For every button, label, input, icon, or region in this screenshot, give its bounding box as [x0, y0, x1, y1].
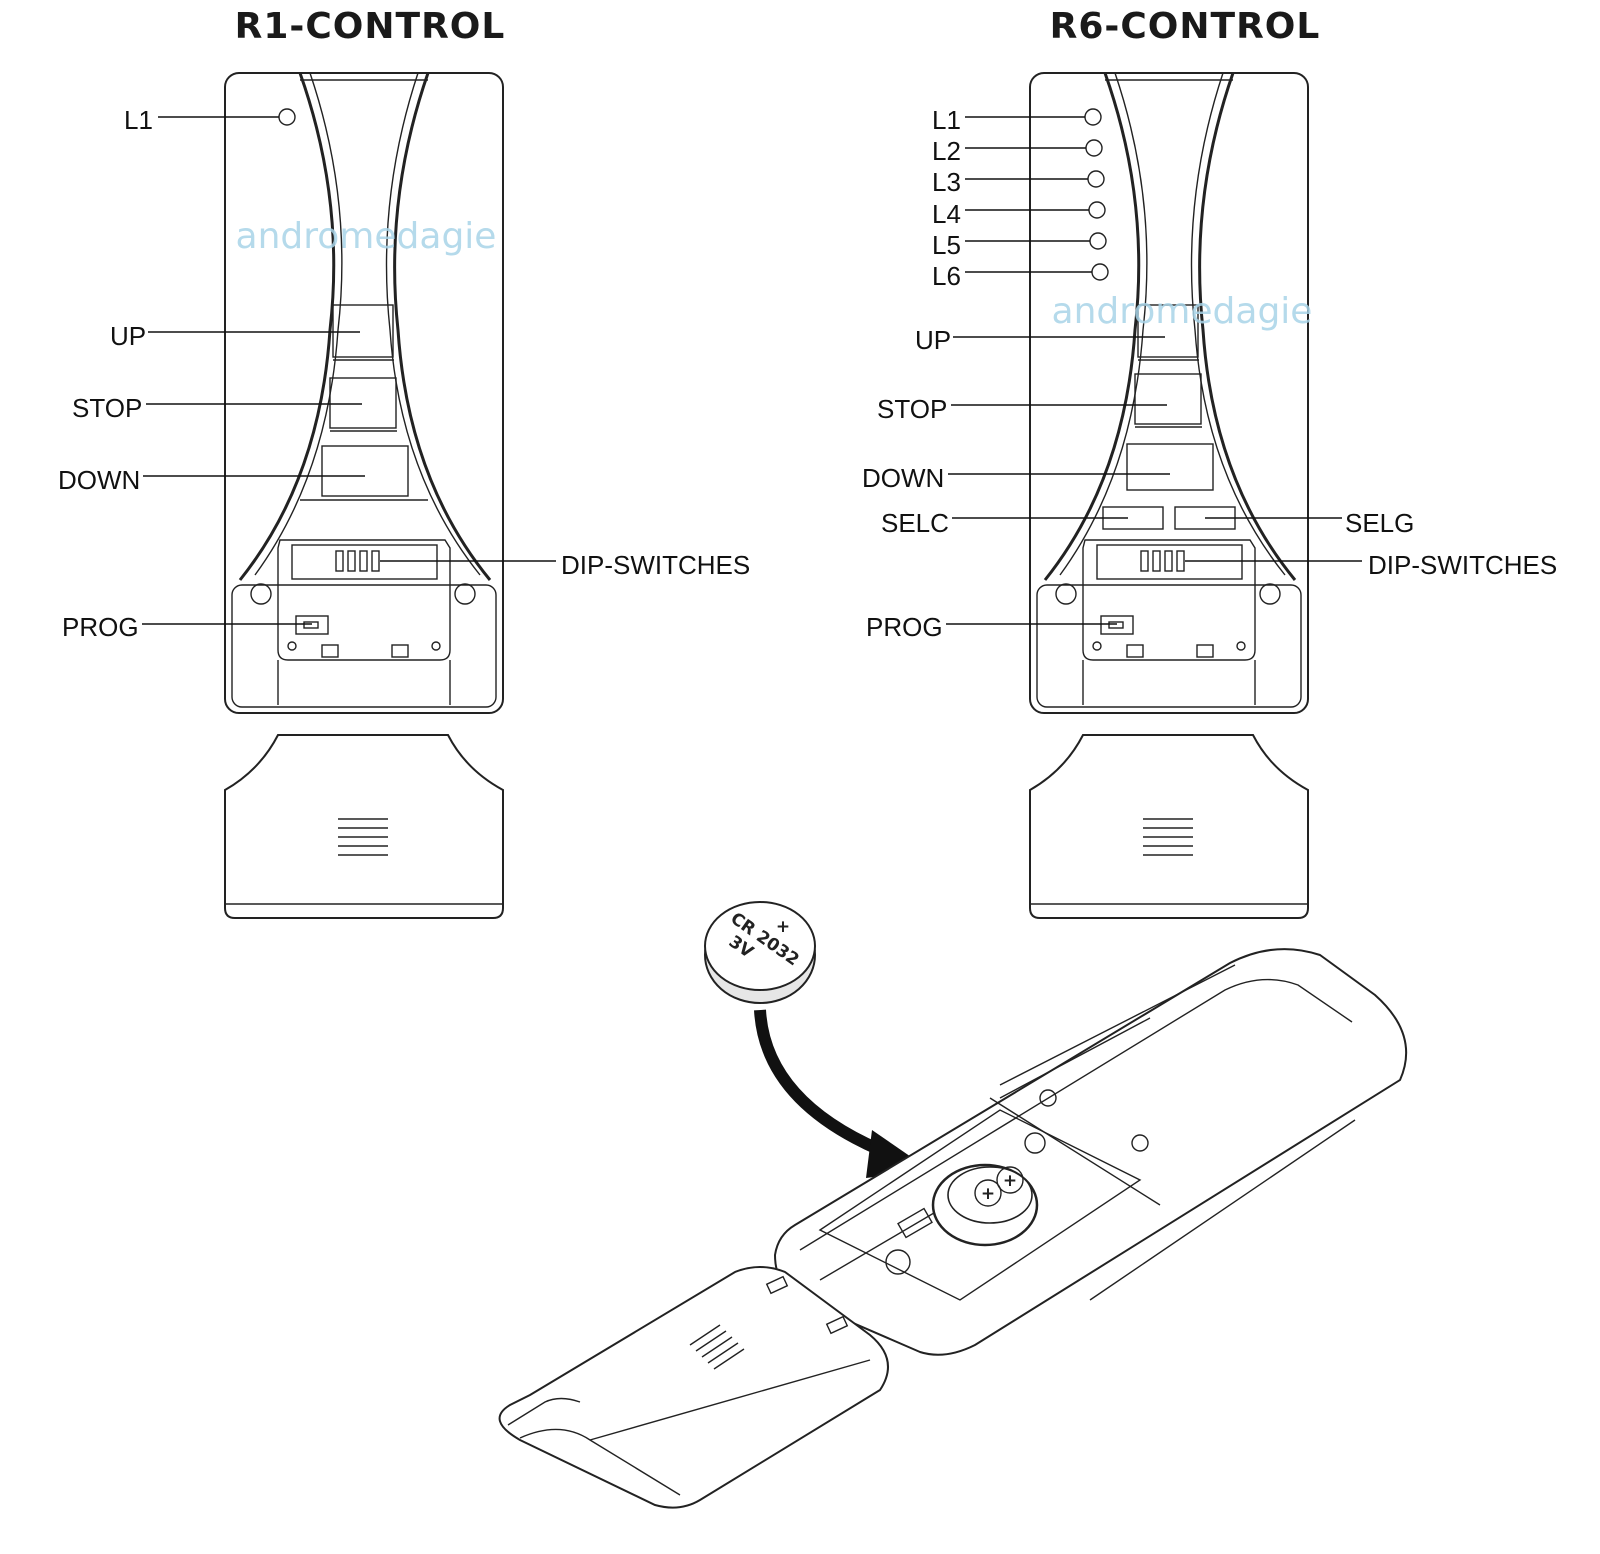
grip-lines-icon — [338, 818, 388, 856]
r1-body — [224, 72, 504, 714]
battery-plus: + — [776, 917, 790, 937]
r1-label-dip: DIP-SWITCHES — [561, 550, 750, 580]
removed-cover — [498, 1266, 889, 1509]
r6-label-l1: L1 — [932, 105, 961, 135]
screw-icon — [1024, 1132, 1046, 1154]
r6-label-l4: L4 — [932, 199, 961, 229]
cover-shell — [498, 1266, 889, 1509]
r6-label-l2: L2 — [932, 136, 961, 166]
r6-callouts: L1 L2 L3 L4 L5 L6 UP STOP DOWN SELC SELG… — [862, 105, 1557, 642]
r6-label-l6: L6 — [932, 261, 961, 291]
r1-stop-button[interactable] — [329, 377, 397, 429]
r6-label-selc: SELC — [881, 508, 949, 538]
r6-label-prog: PROG — [866, 612, 943, 642]
r1-curve-left — [238, 72, 336, 581]
r6-battery-cover — [1029, 734, 1309, 919]
r6-body — [1029, 72, 1309, 714]
r6-label-l3: L3 — [932, 167, 961, 197]
watermark-2: andromedagie — [1052, 291, 1313, 332]
r6-remote — [1029, 72, 1309, 714]
r1-callouts: L1 UP STOP DOWN DIP-SWITCHES PROG — [58, 105, 750, 642]
coin-battery: CR 2032 3V + — [704, 901, 816, 1004]
r1-battery-cover — [224, 734, 504, 919]
r6-label-up: UP — [915, 325, 951, 355]
r1-label-prog: PROG — [62, 612, 139, 642]
r1-remote — [224, 72, 504, 714]
remote-shell — [773, 948, 1408, 1356]
r6-label-dip: DIP-SWITCHES — [1368, 550, 1557, 580]
r6-label-l5: L5 — [932, 230, 961, 260]
r1-prog-button[interactable] — [295, 615, 329, 635]
r6-label-selg: SELG — [1345, 508, 1414, 538]
r1-label-up: UP — [110, 321, 146, 351]
watermark-1: andromedagie — [236, 216, 497, 257]
r6-label-down: DOWN — [862, 463, 944, 493]
open-remote: + + — [773, 948, 1408, 1356]
insert-arrow-icon — [754, 1009, 930, 1178]
r6-curve-right — [1198, 72, 1297, 581]
battery-compartment — [818, 1109, 1142, 1301]
r1-title: R1-CONTROL — [235, 6, 506, 47]
r1-dip-switches[interactable] — [335, 550, 380, 572]
r1-down-button[interactable] — [321, 445, 409, 497]
grip-lines-icon — [1143, 818, 1193, 856]
r6-title: R6-CONTROL — [1050, 6, 1321, 47]
r6-stop-button[interactable] — [1134, 373, 1202, 425]
r6-prog-button[interactable] — [1100, 615, 1134, 635]
r6-curve-left — [1043, 72, 1141, 581]
svg-text:+: + — [981, 1184, 995, 1204]
r1-label-l1: L1 — [124, 105, 153, 135]
r1-up-button[interactable] — [332, 304, 394, 358]
svg-text:+: + — [1003, 1171, 1017, 1191]
r6-dip-switches[interactable] — [1140, 550, 1185, 572]
screw-icon — [885, 1249, 911, 1275]
r1-curve-right — [393, 72, 492, 581]
r6-up-button[interactable] — [1137, 304, 1199, 358]
r1-label-stop: STOP — [72, 393, 142, 423]
grip-lines-icon — [689, 1324, 745, 1370]
r1-label-down: DOWN — [58, 465, 140, 495]
r6-label-stop: STOP — [877, 394, 947, 424]
r6-down-button[interactable] — [1126, 443, 1214, 491]
